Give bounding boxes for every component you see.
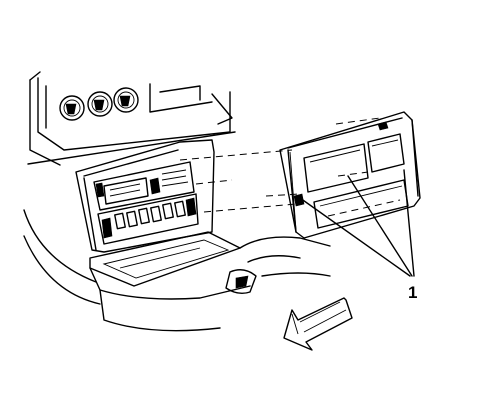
removal-direction-arrow-icon — [283, 297, 353, 351]
instrument-panel — [27, 71, 236, 166]
alignment-dashed-lines — [179, 117, 401, 217]
hvac-control-panel — [97, 193, 199, 245]
hvac-button-row — [114, 200, 186, 230]
callout-leader-lines — [299, 169, 415, 277]
air-vent-dials — [59, 87, 139, 121]
center-stack-bezel — [75, 139, 215, 253]
console-trim-plate — [279, 111, 421, 239]
floor-console — [23, 209, 331, 332]
vent-dial-icon-right — [113, 87, 139, 113]
vent-dial-icon-center — [87, 91, 113, 117]
trim-plate-upper-right-opening — [367, 133, 405, 173]
radio-unit — [93, 161, 195, 211]
callout-label-1: 1 — [408, 283, 417, 302]
vent-dial-icon-left — [59, 95, 85, 121]
trim-plate-radio-opening — [303, 143, 369, 193]
